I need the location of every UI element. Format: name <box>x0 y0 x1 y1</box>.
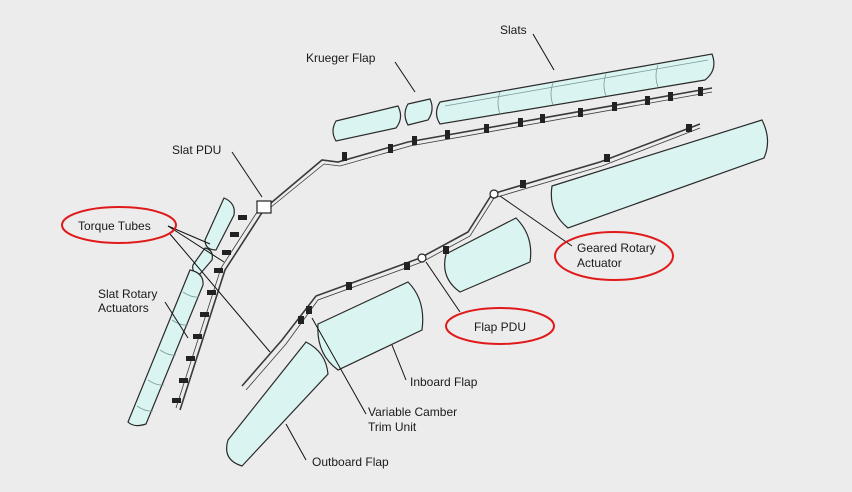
inboard-flap-label: Inboard Flap <box>410 375 478 389</box>
left-slat-drive-line <box>172 205 266 411</box>
slat-panels-right <box>435 53 715 125</box>
geared-rotary-actuator-label-line1: Geared Rotary <box>577 241 656 255</box>
flap-drive-line <box>241 123 701 391</box>
krueger-flap-label: Krueger Flap <box>306 51 376 65</box>
outboard-flap-label: Outboard Flap <box>312 455 389 469</box>
variable-camber-trim-unit-label-line1: Variable Camber <box>368 405 457 419</box>
slat-rotary-actuators-label-line2: Actuators <box>98 301 149 315</box>
slat-rotary-actuators-label-line1: Slat Rotary <box>98 287 157 301</box>
geared-rotary-actuator-label-line2: Actuator <box>577 256 622 270</box>
right-inboard-flap-surface <box>444 217 532 293</box>
leader-lines <box>164 33 573 461</box>
torque-tubes-highlight <box>61 206 177 244</box>
geared-rotary-actuator-highlight <box>554 231 674 281</box>
slat-panels-left <box>127 197 235 427</box>
slats-label: Slats <box>500 23 527 37</box>
right-outboard-flap-surface <box>550 119 769 229</box>
variable-camber-trim-unit-label-line2: Trim Unit <box>368 420 417 434</box>
krueger-flap-panels <box>332 98 433 142</box>
flap-pdu-label: Flap PDU <box>474 320 526 334</box>
outboard-flap-surface <box>226 341 329 467</box>
slat-pdu-label: Slat PDU <box>172 143 221 157</box>
slat-pdu-unit <box>256 200 272 214</box>
inboard-flap-surface <box>317 281 424 371</box>
torque-tubes-label: Torque Tubes <box>78 219 151 233</box>
right-slat-drive-line <box>264 87 713 213</box>
flap-pdu-highlight <box>445 307 555 345</box>
